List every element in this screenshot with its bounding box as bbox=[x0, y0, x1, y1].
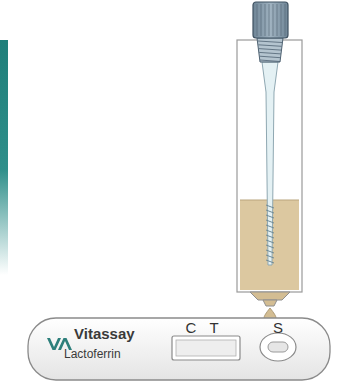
zone-letter: T bbox=[209, 320, 218, 335]
test-cassette bbox=[28, 318, 330, 380]
tube-body bbox=[237, 40, 302, 292]
zone-letter: S bbox=[273, 320, 283, 335]
zone-letter: C bbox=[186, 320, 197, 335]
result-window bbox=[172, 336, 240, 360]
side-bar bbox=[0, 40, 8, 275]
product-name: Lactoferrin bbox=[64, 348, 121, 360]
swab-stick bbox=[262, 62, 278, 265]
sample-well bbox=[260, 333, 296, 361]
swab-spiral bbox=[266, 205, 274, 263]
tube-tip bbox=[250, 292, 290, 300]
tube-cap bbox=[253, 2, 288, 38]
brand-name: Vitassay bbox=[74, 326, 135, 341]
cassette-body: VitassayLactoferrin bbox=[28, 318, 168, 380]
cap-thread bbox=[257, 38, 283, 62]
